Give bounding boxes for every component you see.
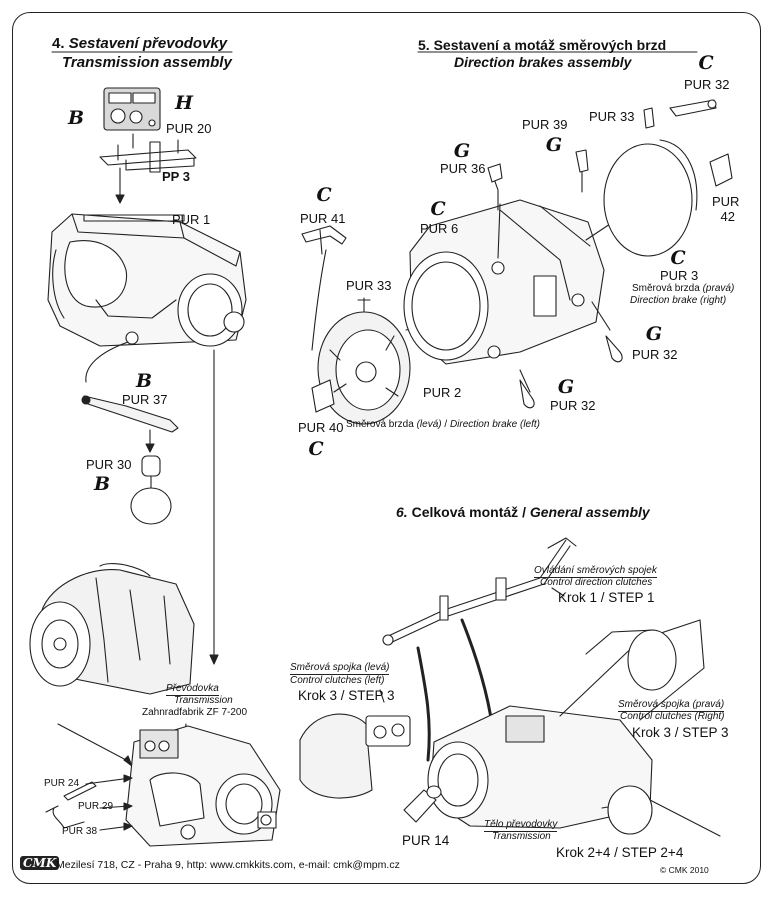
part-label-pur41: PUR 41: [300, 211, 346, 226]
badge-c-icon: C: [668, 247, 689, 270]
part-label-pur29: PUR 29: [78, 801, 114, 812]
pur32-lever-right-drawing: [605, 335, 623, 363]
control-linkage-drawing: [382, 537, 577, 762]
caption-step3-left: Krok 3 / STEP 3: [298, 688, 395, 703]
caption-step3-right: Krok 3 / STEP 3: [632, 725, 729, 740]
section4-title-cz-text: Sestavení převodovky: [68, 35, 228, 52]
instrument-panel-drawing: [103, 87, 161, 131]
part-label-pur33-left: PUR 33: [346, 278, 392, 293]
pur24-29-38-drawing: [45, 774, 133, 831]
badge-c-icon: C: [428, 198, 449, 221]
left-brake-plate-drawing: [317, 311, 411, 425]
part-label-pur6: PUR 6: [420, 221, 459, 236]
part-label-pp3: PP 3: [162, 169, 190, 184]
badge-c-icon: C: [314, 184, 335, 207]
part-label-pur32-right: PUR 32: [632, 347, 678, 362]
transmission-complete-drawing: [29, 563, 195, 695]
caption-step24: Krok 2+4 / STEP 2+4: [556, 845, 684, 860]
caption-body-cz: Tělo převodovky: [484, 819, 558, 832]
caption-transmission-maker: Zahnradfabrik ZF 7-200: [142, 707, 248, 718]
badge-b-icon: B: [67, 107, 87, 130]
caption-ctrl-dir-en: Control direction clutches: [540, 577, 653, 588]
transmission-body-drawing: [47, 213, 247, 347]
section4-number: 4.: [52, 35, 65, 52]
caption-ctrl-dir-cz: Ovládání směrových spojek: [534, 565, 657, 578]
caption-brake-right-cz: Směrová brzda (pravá): [632, 283, 735, 294]
pur37-lever-drawing: [81, 395, 179, 433]
final-drive-housing-drawing: [403, 199, 605, 365]
transmission-with-panel-drawing: [125, 725, 281, 847]
caption-step1: Krok 1 / STEP 1: [558, 590, 655, 605]
pur40-bracket-drawing: [311, 379, 335, 413]
badge-g-icon: G: [645, 323, 665, 346]
part-label-pur1: PUR 1: [172, 212, 211, 227]
section5-title-en: Direction brakes assembly: [454, 54, 632, 70]
badge-c-icon: C: [696, 52, 717, 75]
part-label-pur38: PUR 38: [62, 826, 98, 837]
right-brake-drum-drawing: [603, 139, 698, 257]
footer-copyright: © CMK 2010: [660, 865, 709, 875]
part-label-pur24: PUR 24: [44, 778, 80, 789]
badge-g-icon: G: [545, 134, 565, 157]
badge-h-icon: H: [175, 92, 195, 115]
pur33-clip-top-drawing: [643, 107, 655, 129]
section4-title-cz: 4. Sestavení převodovky: [52, 36, 227, 51]
badge-g-icon: G: [453, 140, 473, 163]
pur39-pin-drawing: [575, 149, 589, 193]
pur14-shaft-drawing: [403, 785, 442, 823]
part-label-pur2: PUR 2: [423, 385, 462, 400]
footer-address: Mezilesí 718, CZ - Praha 9, http: www.cm…: [56, 859, 400, 871]
caption-clutch-left-cz: Směrová spojka (levá): [290, 662, 390, 675]
section5-title-cz: 5. Sestavení a motáž směrových brzd: [418, 37, 667, 53]
cmk-logo: CMK: [20, 856, 60, 870]
caption-brake-right-en: Direction brake (right): [630, 295, 727, 306]
part-label-pur36: PUR 36: [440, 161, 486, 176]
caption-body-en: Transmission: [492, 831, 551, 842]
pur30-knob-drawing: [130, 455, 172, 525]
pur32-lever-bottom-drawing: [519, 379, 535, 409]
part-label-pur37: PUR 37: [122, 392, 168, 407]
part-label-pur40: PUR 40: [298, 420, 344, 435]
part-label-pur3: PUR 3: [660, 268, 699, 283]
caption-transmission-cz: Převodovka: [166, 683, 219, 696]
caption-clutch-left-en: Control clutches (left): [290, 675, 385, 686]
badge-b-icon: B: [93, 473, 113, 496]
general-assembly-body-drawing: [427, 619, 721, 837]
caption-clutch-right-cz: Směrová spojka (pravá): [618, 699, 725, 712]
pur42-bracket-drawing: [709, 153, 733, 187]
part-label-pur39: PUR 39: [522, 117, 568, 132]
section6-title: 6. Celková montáž / General assembly: [396, 504, 650, 520]
page-frame: [12, 12, 761, 884]
part-label-pur20: PUR 20: [166, 121, 212, 136]
part-label-pur32-top: PUR 32: [684, 77, 730, 92]
left-clutch-cover-drawing: [299, 713, 411, 799]
pur32-rod-top-drawing: [669, 99, 717, 117]
pp3-bracket-drawing: [99, 139, 197, 173]
caption-brake-left: Směrová brzda (levá) / Direction brake (…: [346, 419, 540, 430]
pur41-bracket-drawing: [301, 225, 347, 255]
section4-title-en: Transmission assembly: [62, 54, 232, 71]
pur36-pin-drawing: [487, 163, 503, 211]
caption-transmission-en: Transmission: [174, 695, 233, 706]
badge-c-icon: C: [306, 438, 327, 461]
part-label-pur32-bottom: PUR 32: [550, 398, 596, 413]
part-label-pur33-top: PUR 33: [589, 109, 635, 124]
badge-b-icon: B: [135, 370, 155, 393]
part-label-pur30: PUR 30: [86, 457, 132, 472]
caption-clutch-right-en: Control clutches (Right): [620, 711, 725, 722]
part-label-pur14: PUR 14: [402, 833, 450, 848]
badge-g-icon: G: [557, 376, 577, 399]
